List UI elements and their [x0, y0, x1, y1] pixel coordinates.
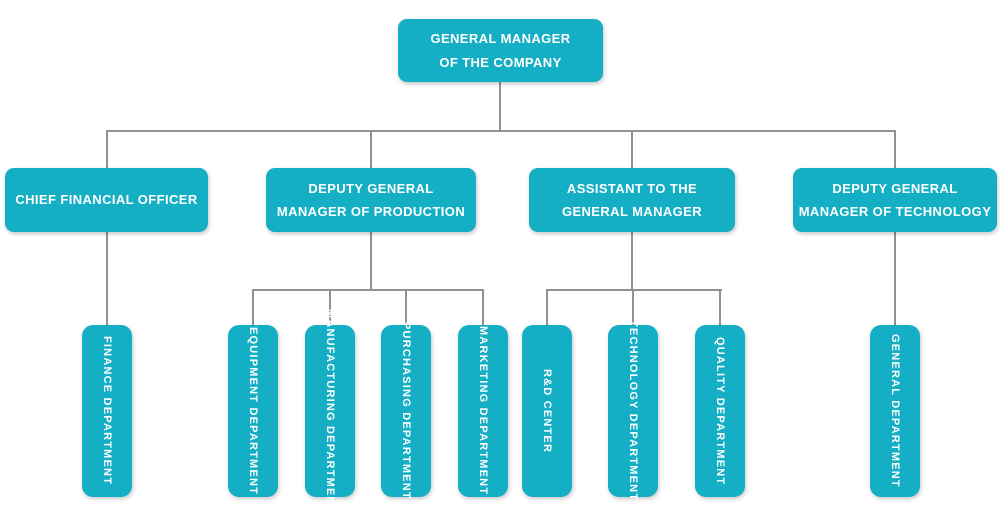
node-label-vertical: R&D CENTER [541, 368, 553, 454]
node-label-vertical: FINANCE DEPARTMENT [101, 336, 113, 486]
connector-drop-quality [719, 289, 721, 325]
connector-drop-assistant [631, 130, 633, 168]
org-node-rd-center: R&D CENTER [522, 325, 572, 497]
org-node-deputy-gm-production: DEPUTY GENERAL MANAGER OF PRODUCTION [266, 168, 476, 232]
connector-root-stem [499, 82, 501, 131]
node-label-line: GENERAL MANAGER [561, 204, 703, 219]
node-label-line: DEPUTY GENERAL [832, 180, 958, 196]
org-node-assistant-to-gm: ASSISTANT TO THE GENERAL MANAGER [529, 168, 735, 232]
node-label-vertical: MANUFACTURING DEPARTMENT [324, 308, 336, 514]
node-label-line: DEPUTY GENERAL [308, 180, 434, 196]
node-label-line: GENERAL MANAGER [430, 31, 571, 47]
org-node-deputy-gm-technology: DEPUTY GENERAL MANAGER OF TECHNOLOGY [793, 168, 997, 232]
node-label-vertical: TECHNOLOGY DEPARTMENT [627, 320, 639, 502]
connector-technology-general [894, 232, 896, 325]
node-label-line: MANAGER OF PRODUCTION [276, 204, 466, 219]
node-label-vertical: QUALITY DEPARTMENT [714, 336, 726, 486]
connector-drop-purchasing [405, 289, 407, 325]
org-node-technology-department: TECHNOLOGY DEPARTMENT [608, 320, 658, 502]
node-label-line: MANAGER OF TECHNOLOGY [798, 204, 992, 219]
org-node-purchasing-department: PURCHASING DEPARTMENT [381, 322, 431, 500]
node-label-vertical: GENERAL DEPARTMENT [889, 334, 901, 488]
org-node-marketing-department: MARKETING DEPARTMENT [458, 325, 508, 497]
connector-level2-bus [106, 130, 896, 132]
node-label-line: ASSISTANT TO THE [566, 180, 698, 196]
node-label-line: OF THE COMPANY [439, 54, 562, 70]
org-node-general-department: GENERAL DEPARTMENT [870, 325, 920, 497]
connector-drop-manufacturing [329, 289, 331, 325]
org-node-manufacturing-department: MANUFACTURING DEPARTMENT [305, 309, 355, 513]
org-node-equipment-department: EQUIPMENT DEPARTMENT [228, 325, 278, 497]
org-node-finance-department: FINANCE DEPARTMENT [82, 325, 132, 497]
connector-production-bus [252, 289, 484, 291]
node-label-line: CHIEF FINANCIAL OFFICER [15, 192, 198, 208]
connector-production-stem [370, 232, 372, 290]
org-node-chief-financial-officer: CHIEF FINANCIAL OFFICER [5, 168, 208, 232]
connector-drop-equipment [252, 289, 254, 325]
connector-drop-rd-center [546, 289, 548, 325]
node-label-vertical: EQUIPMENT DEPARTMENT [247, 326, 259, 496]
connector-drop-technology [894, 130, 896, 168]
connector-drop-technology-dept [632, 289, 634, 325]
org-node-general-manager: GENERAL MANAGER OF THE COMPANY [398, 19, 603, 82]
connector-drop-cfo [106, 130, 108, 168]
connector-drop-production [370, 130, 372, 168]
org-node-quality-department: QUALITY DEPARTMENT [695, 325, 745, 497]
connector-cfo-finance [106, 232, 108, 325]
node-label-vertical: PURCHASING DEPARTMENT [400, 322, 412, 500]
connector-assistant-stem [631, 232, 633, 290]
connector-assistant-bus [546, 289, 722, 291]
connector-drop-marketing [482, 289, 484, 325]
node-label-vertical: MARKETING DEPARTMENT [477, 326, 489, 496]
